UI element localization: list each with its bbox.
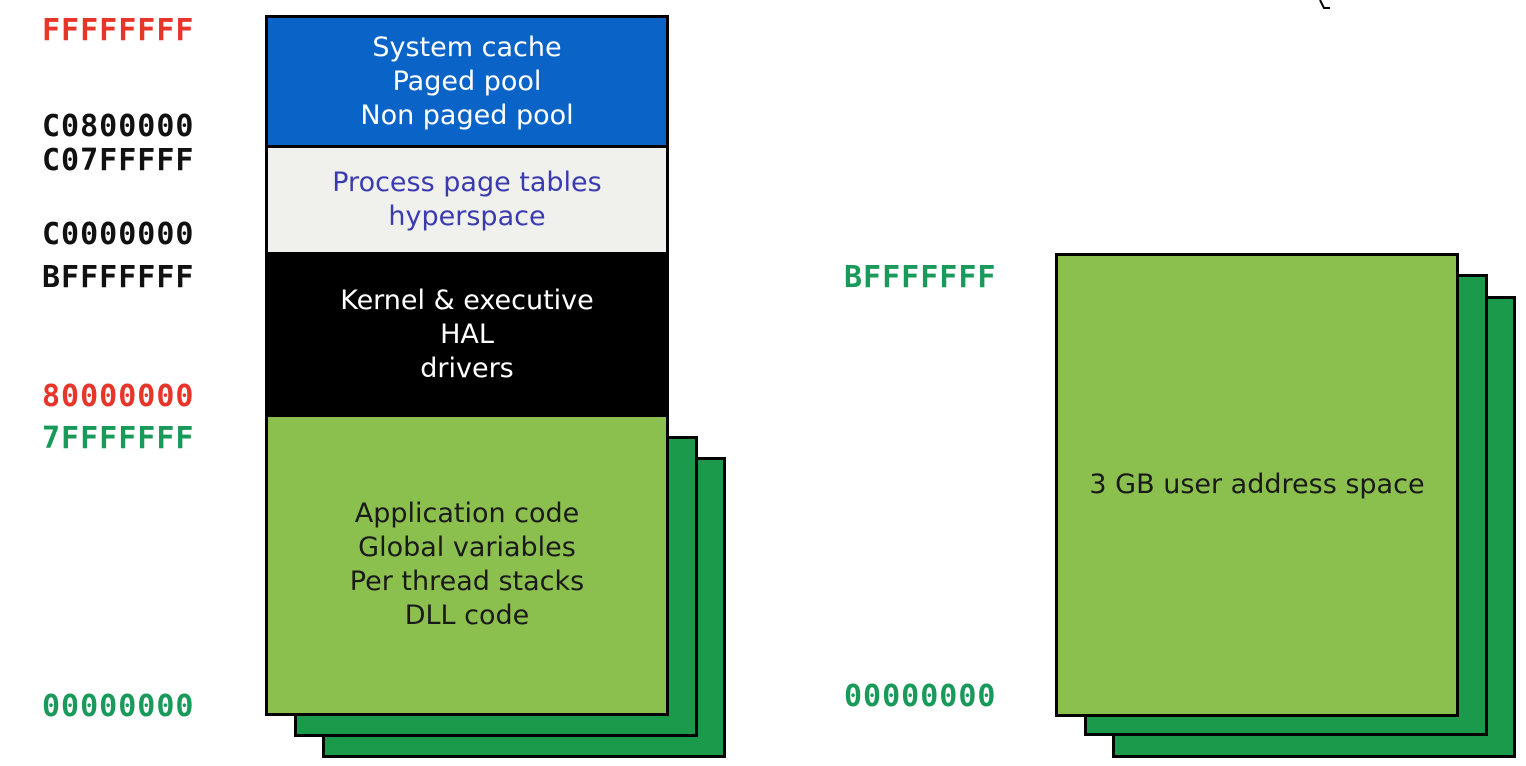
address-label-bfffffff: BFFFFFFF — [42, 260, 195, 295]
address-label-00000000: 00000000 — [42, 689, 195, 724]
address-label-ffffffff: FFFFFFFF — [42, 13, 195, 48]
page-tables-region-line: hyperspace — [388, 201, 546, 232]
address-label-7fffffff: 7FFFFFFF — [42, 421, 195, 456]
page-tables-region: Process page tables hyperspace — [265, 145, 669, 255]
right-address-label-00000000: 00000000 — [844, 679, 997, 714]
address-label-c07fffff: C07FFFFF — [42, 143, 195, 178]
kernel-region: Kernel & executive HAL drivers — [265, 252, 669, 417]
user-region-line: DLL code — [404, 600, 530, 631]
address-label-c0000000: C0000000 — [42, 217, 195, 252]
user-region-line: Per thread stacks — [349, 566, 585, 597]
system-region: System cache Paged pool Non paged pool — [265, 15, 669, 148]
cursor-icon — [1319, 0, 1330, 9]
user-address-space-label: 3 GB user address space — [1089, 469, 1425, 500]
right-address-label-bfffffff: BFFFFFFF — [844, 260, 997, 295]
kernel-region-line: drivers — [420, 352, 514, 384]
kernel-region-line: HAL — [440, 318, 494, 350]
user-region-line: Application code — [354, 498, 580, 529]
user-address-space-3gb: 3 GB user address space — [1055, 253, 1459, 717]
user-region-line: Global variables — [358, 532, 576, 563]
system-region-line: System cache — [372, 31, 562, 63]
user-region: Application code Global variables Per th… — [265, 414, 669, 716]
page-tables-region-line: Process page tables — [332, 167, 602, 198]
address-label-80000000: 80000000 — [42, 379, 195, 414]
kernel-region-line: Kernel & executive — [340, 284, 594, 316]
system-region-line: Paged pool — [392, 65, 542, 97]
address-label-c0800000: C0800000 — [42, 109, 195, 144]
system-region-line: Non paged pool — [360, 99, 574, 131]
